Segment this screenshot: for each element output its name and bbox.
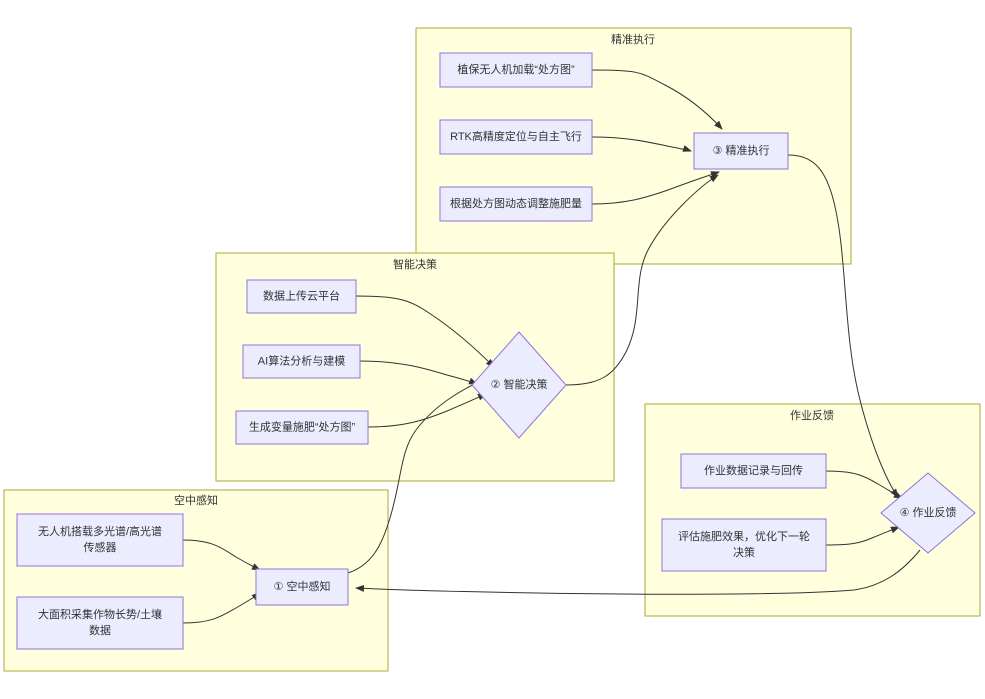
- node-label: 植保无人机加载“处方图”: [457, 62, 575, 76]
- node-label: 作业数据记录与回传: [704, 463, 803, 477]
- edge-node-load-prescription-map-to-node-stage-precision-execution: [591, 69, 723, 130]
- node-label: 大面积采集作物长势/土壤数据: [38, 607, 162, 637]
- node-box[interactable]: [16, 513, 184, 567]
- edge-node-stage-smart-decision-to-node-stage-precision-execution: [565, 174, 719, 386]
- node-box[interactable]: [242, 344, 361, 379]
- node-box[interactable]: [661, 518, 827, 572]
- node-uav-sensors[interactable]: 无人机搭载多光谱/高光谱传感器: [16, 513, 184, 567]
- node-label: 无人机搭载多光谱/高光谱传感器: [38, 524, 162, 554]
- node-stage-aerial-sensing[interactable]: ① 空中感知: [255, 568, 349, 606]
- node-diamond[interactable]: [880, 472, 976, 554]
- edge-node-large-area-collection-to-node-stage-aerial-sensing: [182, 592, 261, 624]
- node-upload-cloud[interactable]: 数据上传云平台: [246, 279, 357, 314]
- node-evaluate-effect[interactable]: 评估施肥效果，优化下一轮决策: [661, 518, 827, 572]
- node-label: ③ 精准执行: [713, 143, 770, 157]
- node-label: ① 空中感知: [274, 579, 331, 593]
- node-ai-modeling[interactable]: AI算法分析与建模: [242, 344, 361, 379]
- node-box[interactable]: [246, 279, 357, 314]
- edge-node-evaluate-effect-to-node-stage-operation-feedback: [825, 526, 900, 546]
- node-box[interactable]: [680, 453, 827, 489]
- node-box[interactable]: [439, 52, 593, 88]
- node-label: ② 智能决策: [491, 377, 548, 391]
- node-stage-operation-feedback[interactable]: ④ 作业反馈: [880, 472, 976, 554]
- node-stage-precision-execution[interactable]: ③ 精准执行: [693, 132, 789, 170]
- edge-node-rtk-positioning-to-node-stage-precision-execution: [591, 136, 692, 152]
- node-large-area-collection[interactable]: 大面积采集作物长势/土壤数据: [16, 596, 184, 650]
- edge-node-ai-modeling-to-node-stage-smart-decision: [359, 360, 478, 385]
- edge-node-stage-aerial-sensing-to-node-stage-smart-decision: [347, 378, 488, 574]
- edge-node-stage-precision-execution-to-node-stage-operation-feedback: [787, 154, 899, 498]
- node-operation-data-record[interactable]: 作业数据记录与回传: [680, 453, 827, 489]
- node-label: 生成变量施肥“处方图”: [249, 419, 356, 433]
- node-label: 数据上传云平台: [263, 288, 340, 302]
- node-box[interactable]: [439, 119, 593, 155]
- node-label: RTK高精度定位与自主飞行: [450, 129, 582, 143]
- edge-node-upload-cloud-to-node-stage-smart-decision: [355, 295, 495, 368]
- cluster-title: 作业反馈: [790, 409, 834, 422]
- node-stage-smart-decision[interactable]: ② 智能决策: [471, 331, 567, 439]
- node-label: 根据处方图动态调整施肥量: [450, 196, 582, 210]
- edge-node-uav-sensors-to-node-stage-aerial-sensing: [182, 539, 261, 571]
- node-box[interactable]: [16, 596, 184, 650]
- node-load-prescription-map[interactable]: 植保无人机加载“处方图”: [439, 52, 593, 88]
- node-diamond[interactable]: [471, 331, 567, 439]
- edge-node-stage-operation-feedback-to-node-stage-aerial-sensing: [355, 549, 921, 595]
- node-generate-prescription-map[interactable]: 生成变量施肥“处方图”: [235, 410, 369, 445]
- node-box[interactable]: [255, 568, 349, 606]
- node-box[interactable]: [439, 186, 593, 222]
- edge-node-dynamic-fertilizer-adjust-to-node-stage-precision-execution: [591, 171, 720, 205]
- node-label: ④ 作业反馈: [900, 506, 957, 519]
- node-label: 评估施肥效果，优化下一轮决策: [678, 529, 810, 559]
- edges-layer: [182, 69, 921, 624]
- node-box[interactable]: [235, 410, 369, 445]
- node-label: AI算法分析与建模: [258, 353, 345, 367]
- edge-node-generate-prescription-map-to-node-stage-smart-decision: [367, 393, 487, 428]
- cluster-title: 空中感知: [174, 493, 218, 507]
- cluster-title: 精准执行: [611, 32, 655, 46]
- node-box[interactable]: [693, 132, 789, 170]
- node-rtk-positioning[interactable]: RTK高精度定位与自主飞行: [439, 119, 593, 155]
- node-dynamic-fertilizer-adjust[interactable]: 根据处方图动态调整施肥量: [439, 186, 593, 222]
- cluster-title: 智能决策: [393, 257, 437, 271]
